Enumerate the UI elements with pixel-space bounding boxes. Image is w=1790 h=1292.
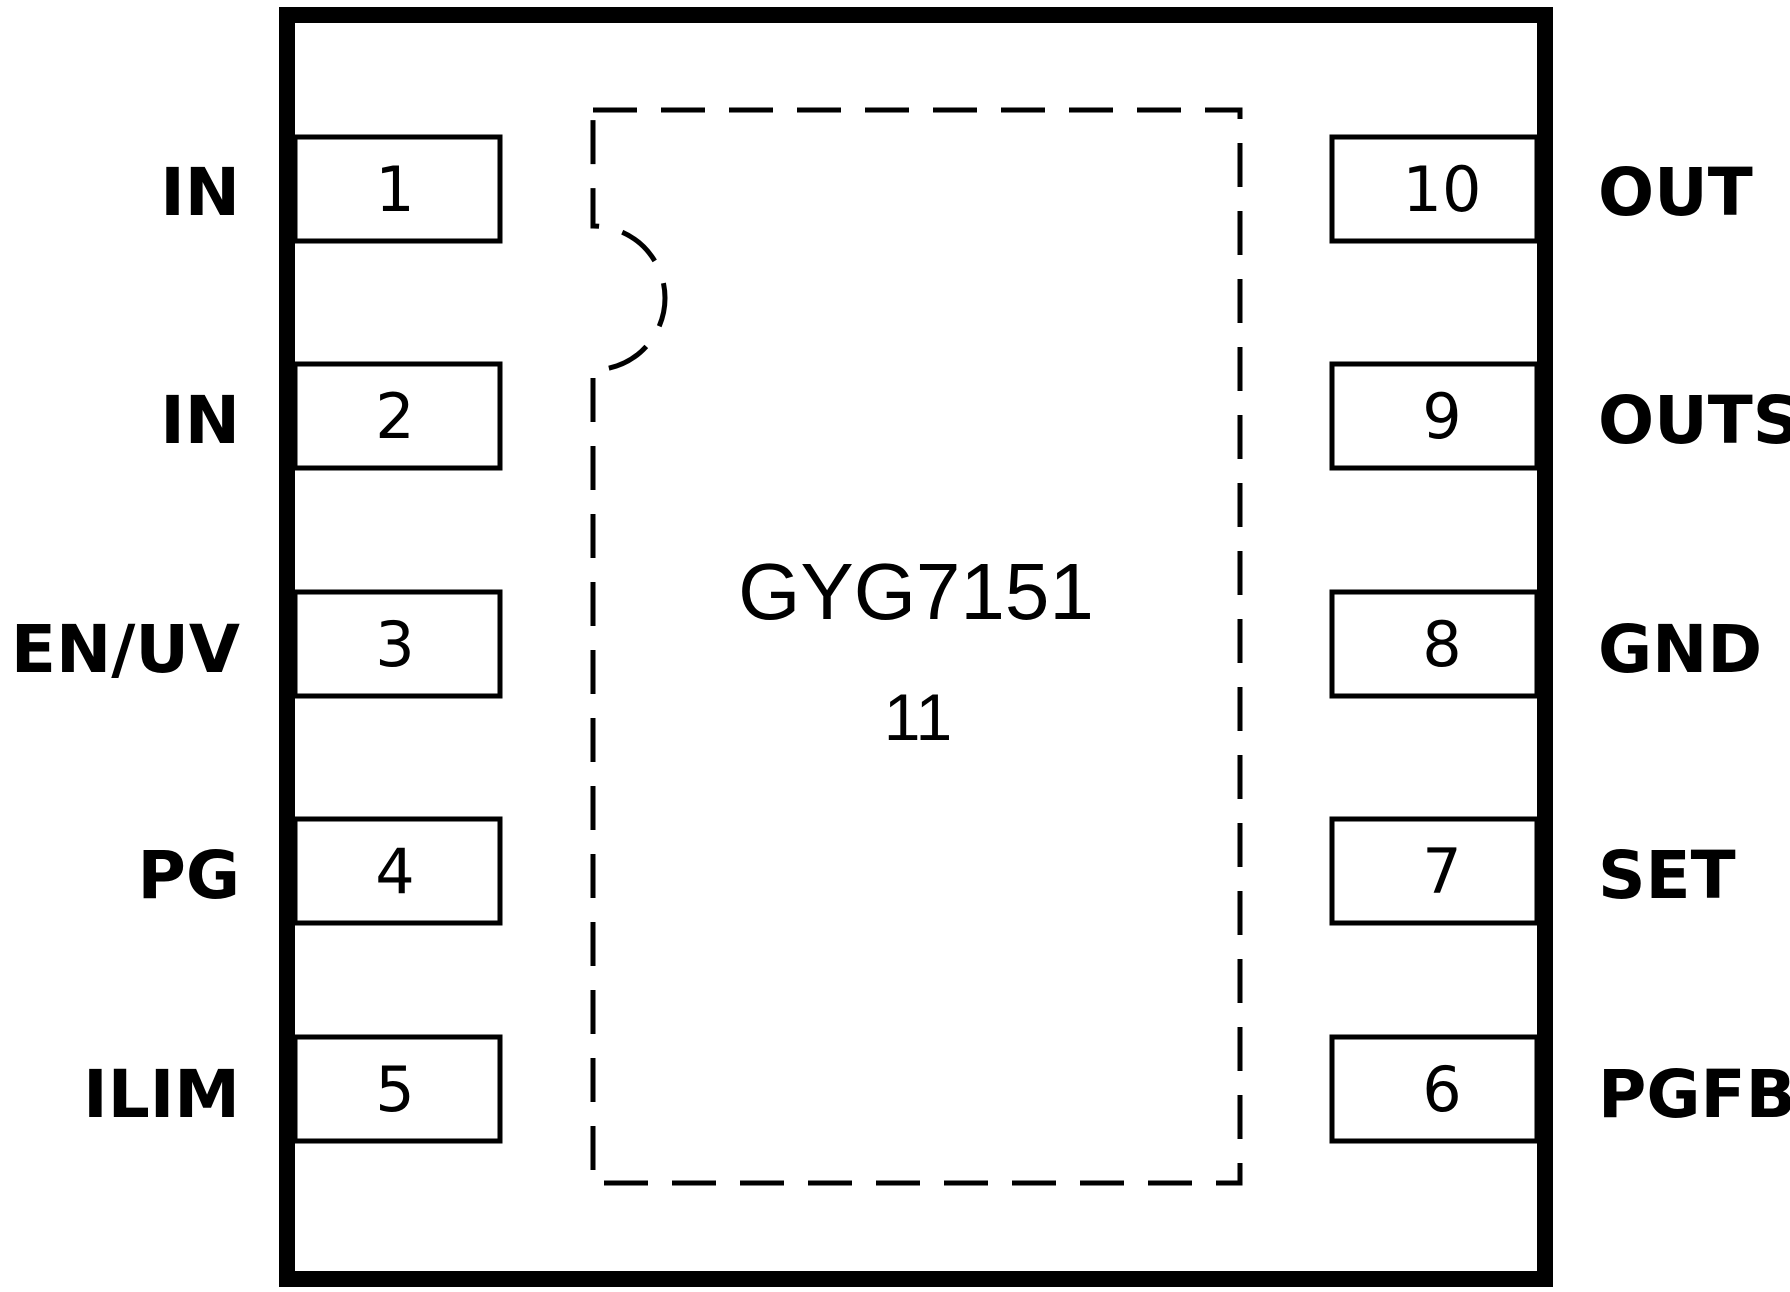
pin-pad xyxy=(1329,1034,1540,1144)
pin-name: IN xyxy=(160,382,240,459)
pin-3: 3 EN/UV xyxy=(11,589,503,699)
pin-name: OUT xyxy=(1598,154,1753,231)
pin-4: 4 PG xyxy=(137,816,503,926)
pin-name: IN xyxy=(160,154,240,231)
pin-name: PG xyxy=(137,837,240,914)
pin-5: 5 ILIM xyxy=(83,1034,503,1144)
pin-name: PGFB xyxy=(1598,1056,1790,1133)
left-pins: 1 IN 2 IN 3 EN/UV 4 PG 5 ILIM xyxy=(11,134,503,1144)
pin-name: ILIM xyxy=(83,1056,240,1133)
right-pins: 10 OUT 9 OUTS 8 GND 7 SET 6 PGFB xyxy=(1329,134,1790,1144)
pin-number: 8 xyxy=(1422,608,1461,681)
pin-name: EN/UV xyxy=(11,611,240,688)
pin-name: GND xyxy=(1598,611,1762,688)
exposed-pad-outline xyxy=(590,107,1243,1186)
pin-pad xyxy=(292,361,503,471)
pin-number: 7 xyxy=(1422,835,1461,908)
pin-pad xyxy=(1329,816,1540,926)
pin-number: 9 xyxy=(1422,380,1461,453)
pin-pad xyxy=(292,1034,503,1144)
pin-name: OUTS xyxy=(1598,382,1790,459)
pin-pad xyxy=(1329,134,1540,244)
package-body xyxy=(279,7,1553,1287)
pin-6: 6 PGFB xyxy=(1329,1034,1790,1144)
pin-number: 5 xyxy=(375,1053,414,1126)
exposed-pad-number: 11 xyxy=(884,680,953,754)
pin-number: 2 xyxy=(375,380,414,453)
pin-pad xyxy=(292,134,503,244)
pin-name: SET xyxy=(1598,837,1736,914)
pin-10: 10 OUT xyxy=(1329,134,1753,244)
pin-1: 1 IN xyxy=(160,134,503,244)
pin-pad xyxy=(292,589,503,699)
pin-pad xyxy=(1329,589,1540,699)
pin-number: 6 xyxy=(1422,1053,1461,1126)
pin-7: 7 SET xyxy=(1329,816,1736,926)
pin-pad xyxy=(1329,361,1540,471)
pin-pad xyxy=(292,816,503,926)
pin-number: 4 xyxy=(375,835,414,908)
pin-number: 10 xyxy=(1403,153,1482,226)
pin-number: 1 xyxy=(375,153,414,226)
pin-8: 8 GND xyxy=(1329,589,1762,699)
part-name-label: GYG7151 xyxy=(738,547,1094,636)
pin-2: 2 IN xyxy=(160,361,503,471)
pin-9: 9 OUTS xyxy=(1329,361,1790,471)
pin-number: 3 xyxy=(375,608,414,681)
